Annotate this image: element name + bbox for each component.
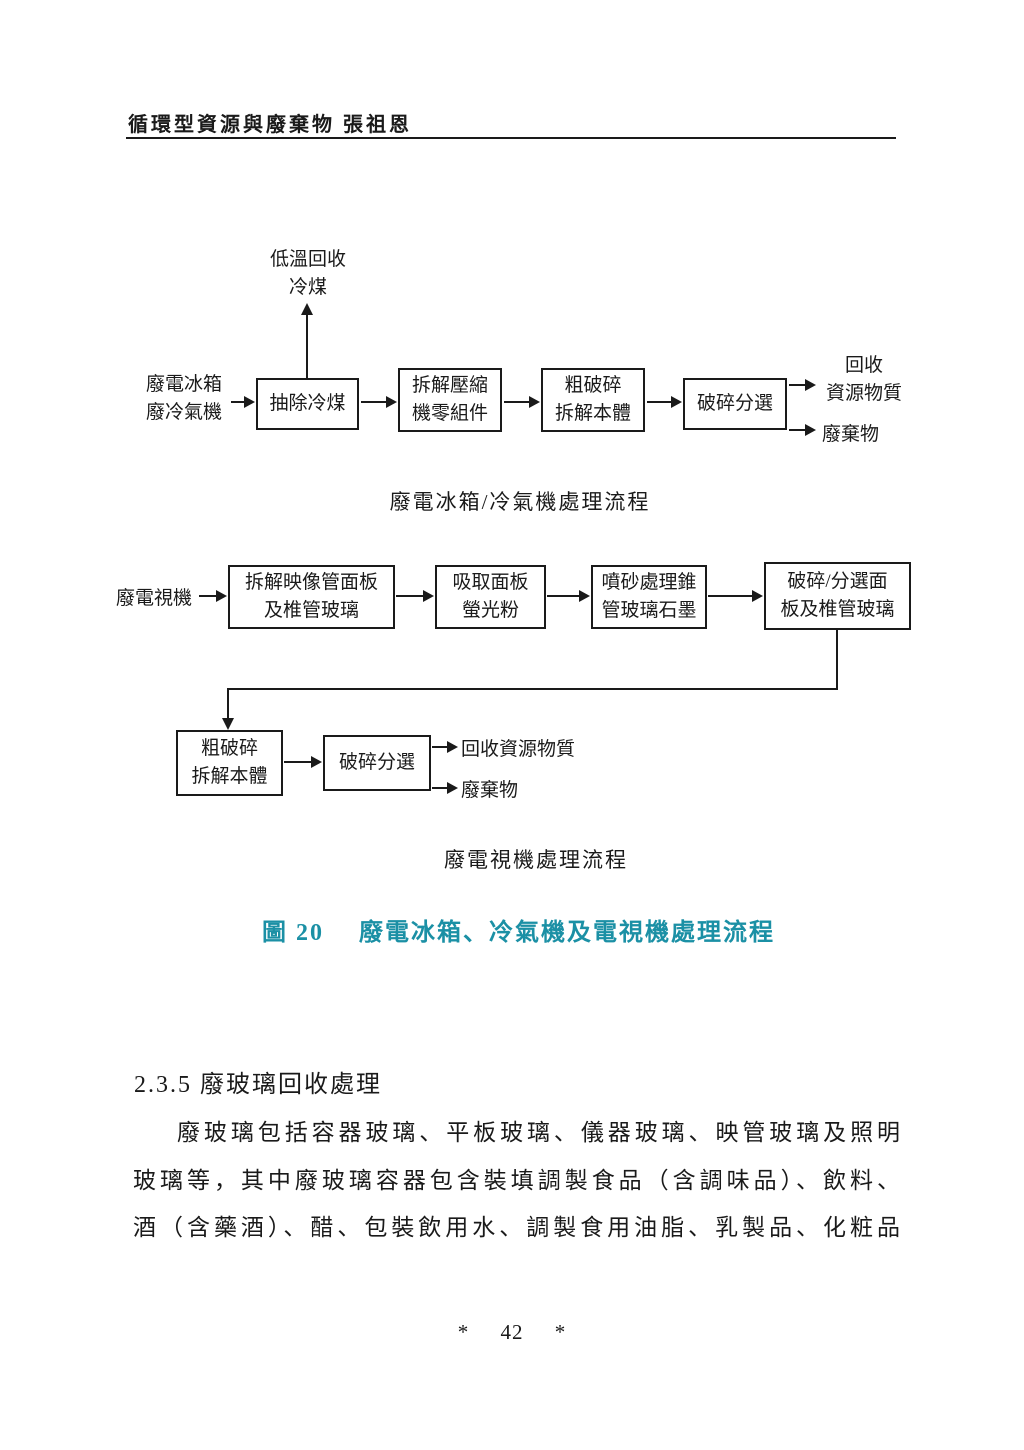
flow-line <box>284 761 312 763</box>
fig1-box-dismantle-compressor: 拆解壓縮 機零組件 <box>398 368 502 432</box>
flow-line <box>708 595 753 597</box>
arrow-right-icon <box>579 590 590 602</box>
fig1-caption: 廢電冰箱/冷氣機處理流程 <box>389 490 651 514</box>
fig2-output-recycle-label: 回收資源物質 <box>461 739 576 760</box>
flow-line <box>836 630 838 690</box>
arrow-right-icon <box>244 396 255 408</box>
arrow-right-icon <box>805 379 816 391</box>
fig1-box-coarse-crush-body: 粗破碎 拆解本體 <box>541 368 645 432</box>
flow-line <box>306 313 308 379</box>
flow-line <box>361 401 388 403</box>
body-text-line: 玻璃等，其中廢玻璃容器包含裝填調製食品（含調味品）、飲料、 <box>133 1168 901 1193</box>
flow-line <box>547 595 580 597</box>
figure-number: 圖 20 <box>262 920 324 946</box>
fig1-box-crush-sort: 破碎分選 <box>683 378 787 430</box>
section-heading: 2.3.5 廢玻璃回收處理 <box>134 1072 382 1098</box>
flow-line <box>199 595 217 597</box>
fig2-box-coarse-crush-body: 粗破碎 拆解本體 <box>176 730 283 796</box>
fig1-input-label: 廢電冰箱 廢冷氣機 <box>145 374 222 423</box>
flow-line <box>231 401 246 403</box>
running-header: 循環型資源與廢棄物 張祖恩 <box>128 114 412 136</box>
flow-line <box>789 429 806 431</box>
flow-line <box>432 746 448 748</box>
flow-line <box>647 401 672 403</box>
arrow-right-icon <box>311 756 322 768</box>
arrow-right-icon <box>805 424 816 436</box>
fig1-top-output-label: 低溫回收 冷煤 <box>269 249 346 298</box>
flow-line <box>504 401 530 403</box>
arrow-right-icon <box>447 741 458 753</box>
fig1-output-waste-label: 廢棄物 <box>822 424 880 445</box>
fig2-box-crush-sort: 破碎分選 <box>323 735 431 791</box>
arrow-right-icon <box>752 590 763 602</box>
arrow-up-icon <box>301 303 313 315</box>
arrow-right-icon <box>529 396 540 408</box>
fig1-box-extract-refrigerant: 抽除冷煤 <box>256 378 359 430</box>
figure-title: 廢電冰箱、冷氣機及電視機處理流程 <box>359 920 775 946</box>
arrow-right-icon <box>386 396 397 408</box>
fig2-caption: 廢電視機處理流程 <box>444 848 628 872</box>
fig2-output-waste-label: 廢棄物 <box>461 780 519 801</box>
page-number: * 42 * <box>457 1320 567 1344</box>
arrow-right-icon <box>447 782 458 794</box>
flow-line <box>227 688 229 719</box>
fig1-output-recycle-label: 回收 資源物質 <box>825 355 902 404</box>
arrow-right-icon <box>671 396 682 408</box>
flow-line <box>432 787 448 789</box>
body-text-line: 酒（含藥酒）、醋、包裝飲用水、調製食用油脂、乳製品、化粧品 <box>133 1215 901 1240</box>
fig2-input-label: 廢電視機 <box>116 588 193 609</box>
fig2-box-suction-phosphor: 吸取面板 螢光粉 <box>435 565 546 629</box>
fig2-box-crush-sort-glass: 破碎/分選面 板及椎管玻璃 <box>764 562 911 630</box>
flow-line <box>396 595 424 597</box>
fig2-box-dismantle-crt-panel: 拆解映像管面板 及椎管玻璃 <box>228 565 395 629</box>
flow-line <box>227 688 838 690</box>
fig2-box-sandblast-graphite: 噴砂處理錐 管玻璃石墨 <box>591 565 707 629</box>
body-text-line: 廢玻璃包括容器玻璃、平板玻璃、儀器玻璃、映管玻璃及照明 <box>177 1120 901 1145</box>
arrow-down-icon <box>222 718 234 730</box>
flow-line <box>789 384 806 386</box>
header-rule <box>126 137 896 139</box>
arrow-right-icon <box>216 590 227 602</box>
arrow-right-icon <box>423 590 434 602</box>
